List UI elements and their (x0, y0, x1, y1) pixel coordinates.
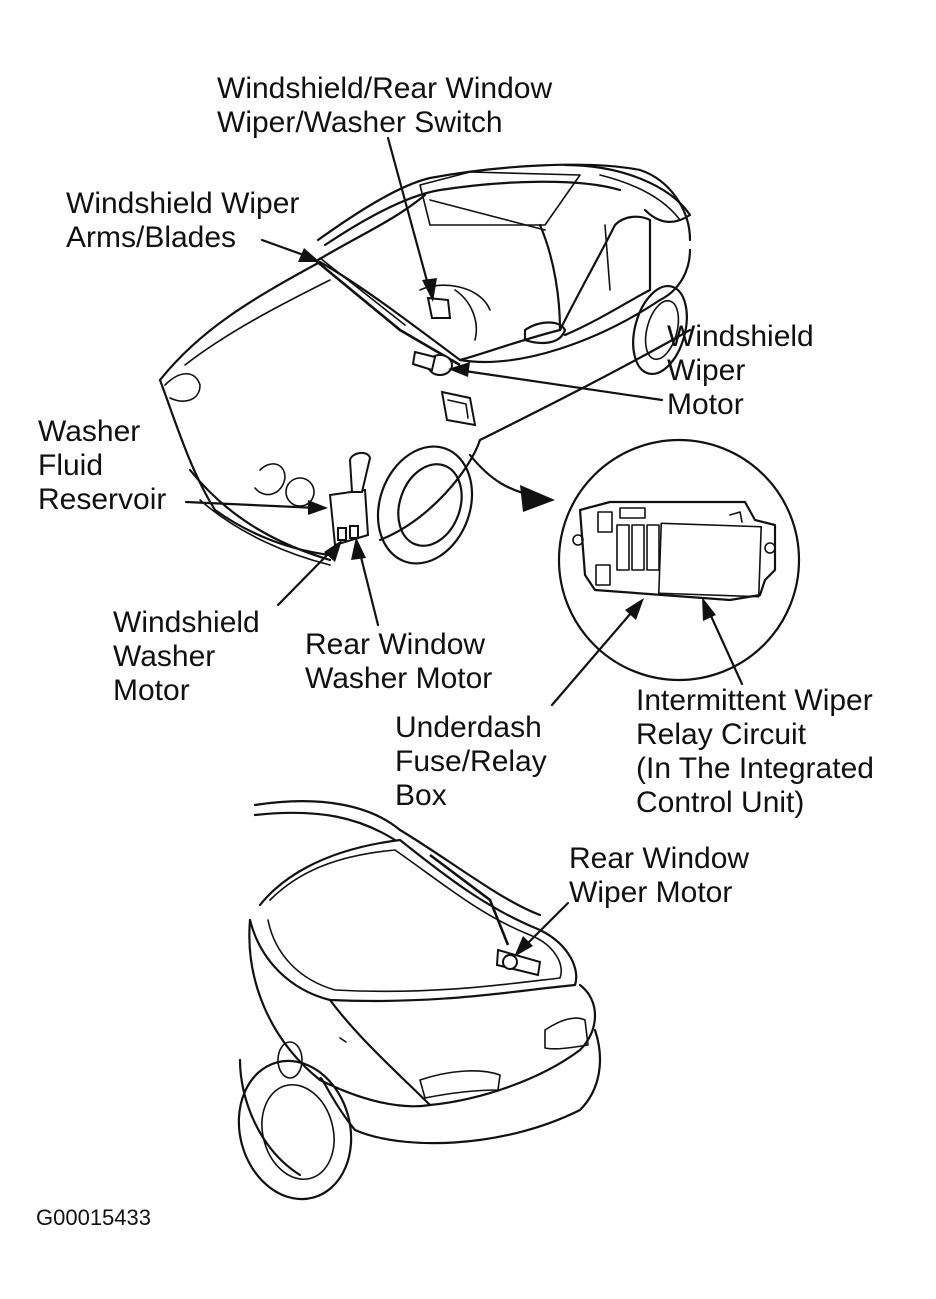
leader-lines (184, 136, 744, 957)
label-line: Windshield Wiper (66, 187, 300, 220)
label-rear-window-washer-motor: Rear Window Washer Motor (305, 628, 492, 696)
label-line: Wiper Motor (569, 876, 733, 909)
front-car-drawing (158, 163, 692, 566)
label-line: Windshield (113, 606, 260, 639)
label-line: (In The Integrated (636, 752, 874, 785)
label-line: Washer Motor (305, 662, 493, 695)
label-line: Arms/Blades (66, 221, 237, 254)
label-line: Rear Window (305, 628, 486, 661)
label-line: Control Unit) (636, 786, 805, 819)
label-line: Box (395, 779, 447, 812)
label-wiper-washer-switch: Windshield/Rear Window Wiper/Washer Swit… (217, 72, 552, 140)
label-rear-window-wiper-motor: Rear Window Wiper Motor (569, 842, 749, 910)
label-line: Wiper (667, 354, 746, 387)
label-line: Underdash (395, 711, 542, 744)
label-line: Windshield/Rear Window (217, 72, 553, 105)
label-line: Relay Circuit (636, 718, 807, 751)
label-line: Motor (113, 674, 190, 707)
label-line: Motor (667, 388, 744, 421)
rear-car-drawing (237, 800, 602, 1201)
label-line: Washer (38, 415, 141, 448)
inset-detail-drawing (557, 438, 801, 682)
label-line: Rear Window (569, 842, 750, 875)
label-washer-fluid-reservoir: Washer Fluid Reservoir (38, 415, 166, 517)
label-line: Intermittent Wiper (636, 684, 873, 717)
label-line: Fuse/Relay (395, 745, 547, 778)
figure-code: G00015433 (36, 1205, 151, 1230)
label-windshield-washer-motor: Windshield Washer Motor (113, 606, 260, 708)
label-line: Fluid (38, 449, 104, 482)
label-windshield-wiper-motor: Windshield Wiper Motor (667, 320, 814, 422)
label-line: Reservoir (38, 483, 167, 516)
label-line: Washer (113, 640, 216, 673)
label-line: Wiper/Washer Switch (217, 106, 503, 139)
label-wiper-arms-blades: Windshield Wiper Arms/Blades (66, 187, 299, 255)
label-line: Windshield (667, 320, 814, 353)
label-underdash-fuse-relay-box: Underdash Fuse/Relay Box (395, 711, 547, 813)
label-intermittent-wiper-relay: Intermittent Wiper Relay Circuit (In The… (636, 684, 874, 820)
